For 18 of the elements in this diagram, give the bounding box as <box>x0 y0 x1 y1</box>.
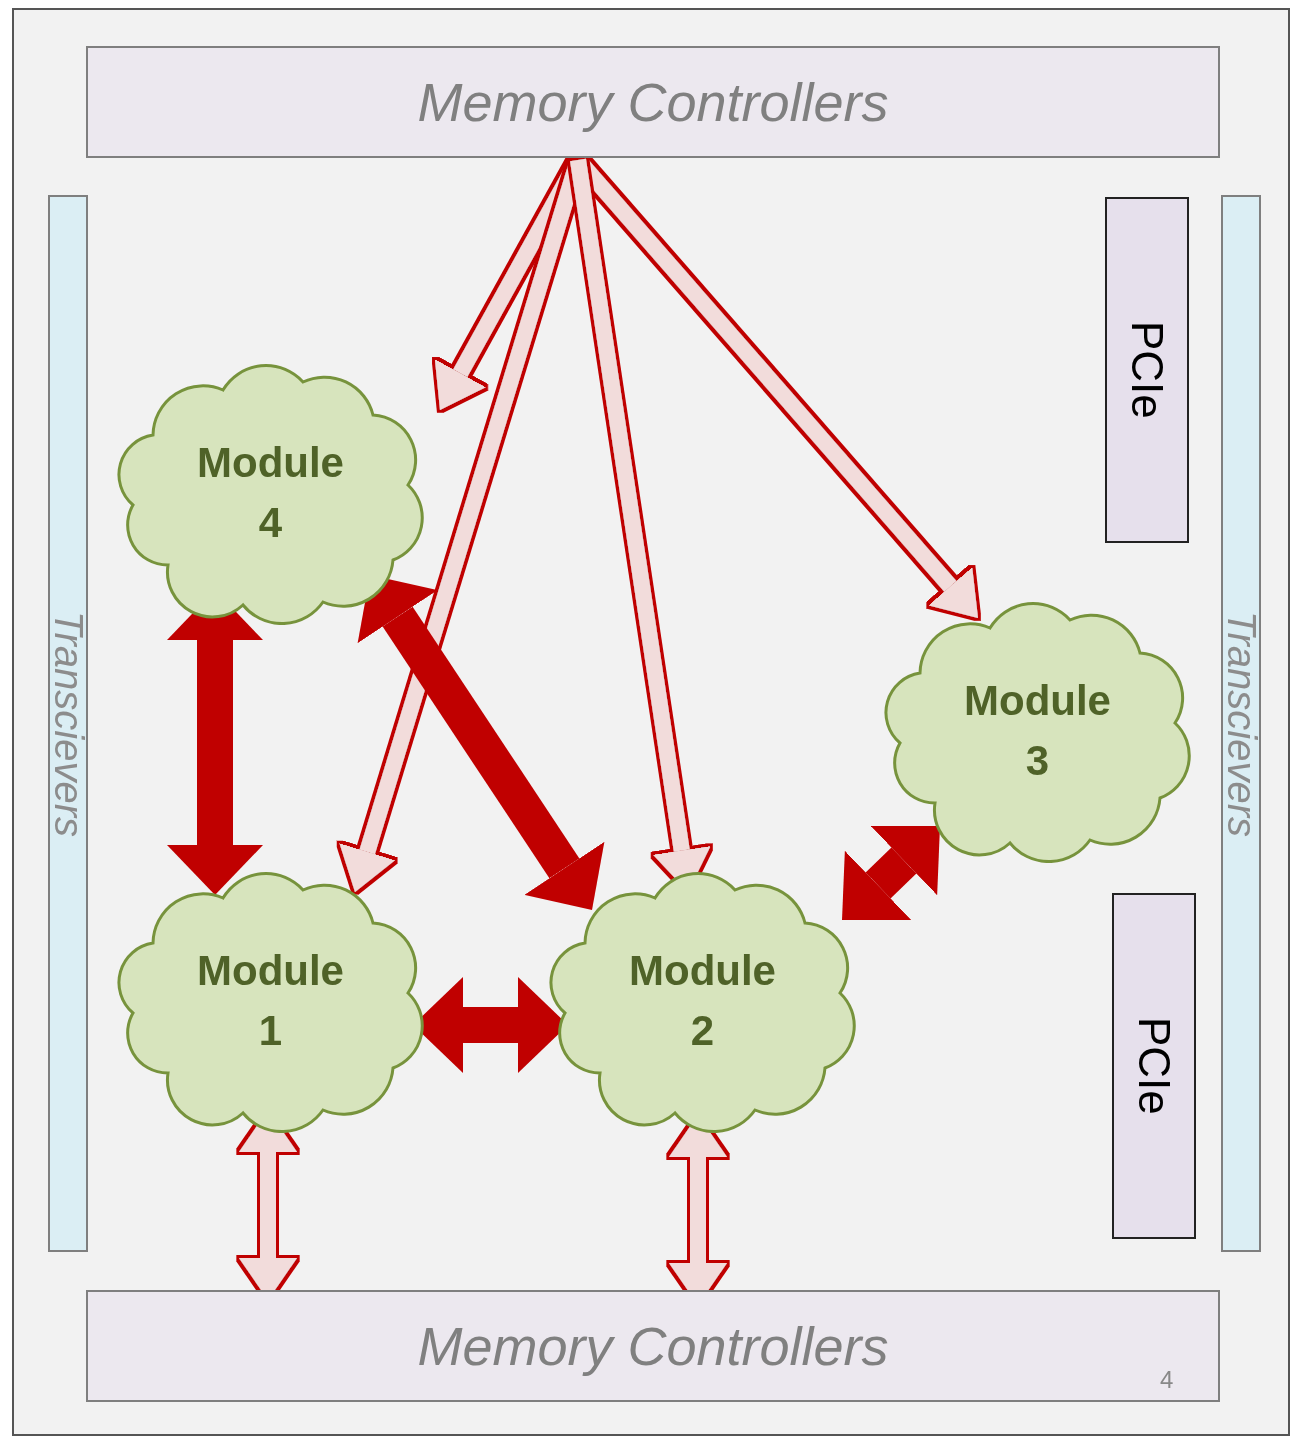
pcie-box <box>1105 197 1189 543</box>
module-label: Module 1 <box>196 945 345 1056</box>
page-number: 4 <box>1160 1366 1174 1394</box>
double-arrow <box>842 825 940 921</box>
memory-controller-bar <box>86 1290 1220 1402</box>
node-label: Memory Controllers <box>417 1315 889 1377</box>
node-label: PCIe <box>1129 1017 1179 1115</box>
node-label: Memory Controllers <box>417 71 889 133</box>
module-label: Module 2 <box>628 945 777 1056</box>
transceiver-bar <box>48 195 88 1252</box>
module-label: Module 3 <box>963 675 1112 786</box>
memory-controller-bar <box>86 46 1220 158</box>
node-label: PCIe <box>1122 321 1172 419</box>
node-label: Transcievers <box>45 610 91 837</box>
node-label: Transcievers <box>1218 610 1264 837</box>
transceiver-bar <box>1221 195 1261 1252</box>
pcie-box <box>1112 893 1196 1239</box>
module-label: Module 4 <box>196 437 345 548</box>
